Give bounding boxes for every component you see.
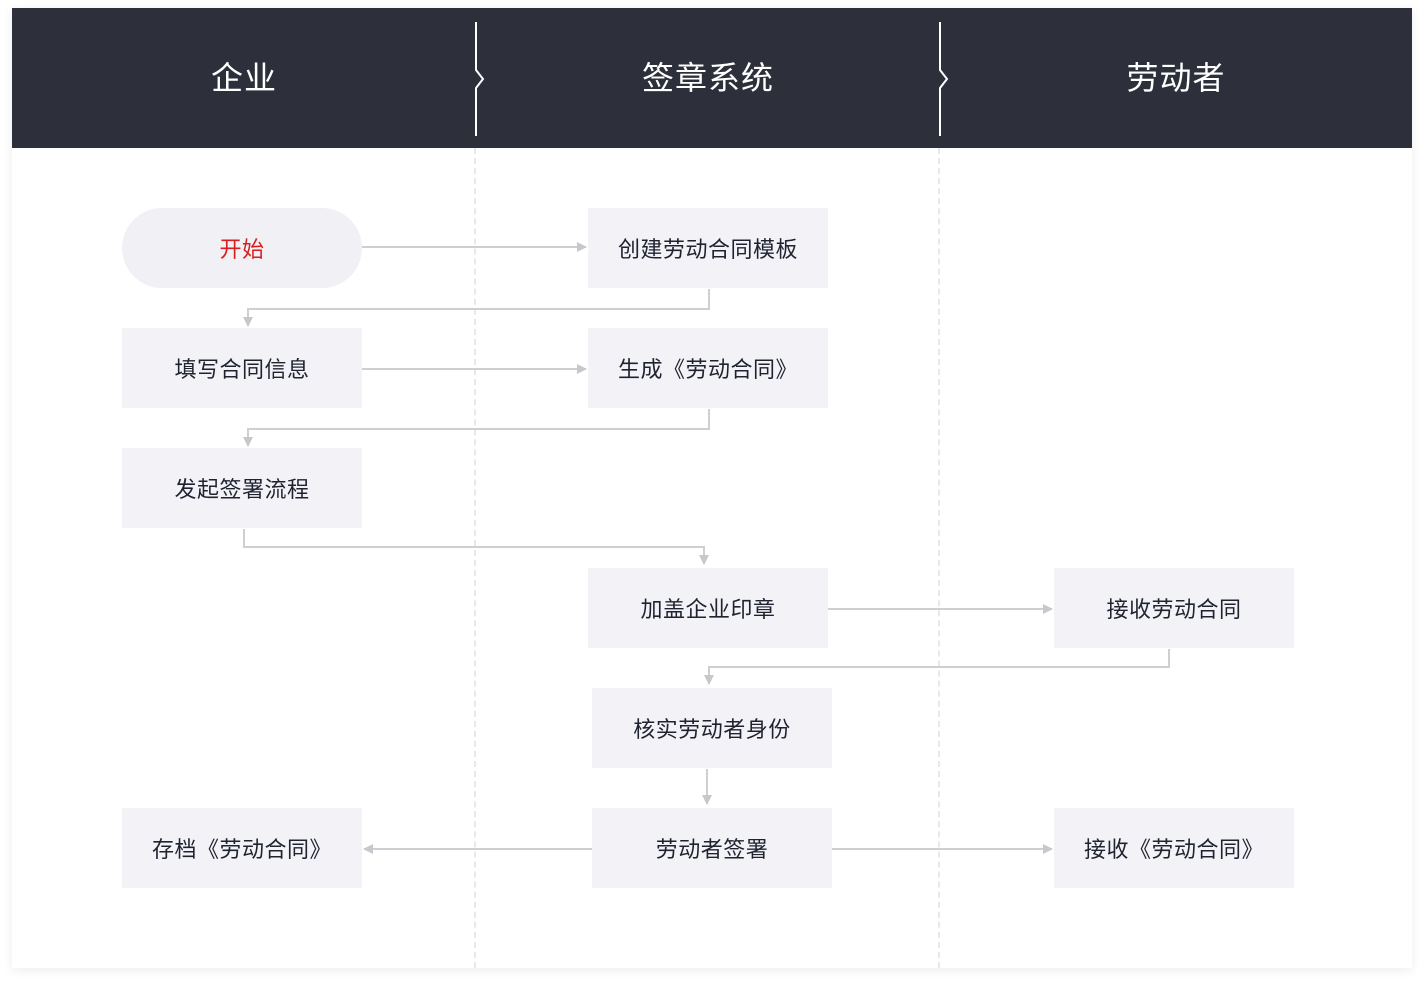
node-receive-final: 接收《劳动合同》 (1054, 808, 1294, 888)
node-generate-contract: 生成《劳动合同》 (588, 328, 828, 408)
arrow-template-to-fill (243, 289, 710, 327)
lane-separator-chevron-icon (939, 22, 949, 136)
lane-separator-chevron-icon (475, 22, 485, 136)
arrow-initiate-to-stamp (243, 529, 709, 565)
lane-header: 企业 签章系统 劳动者 (12, 8, 1412, 148)
flow-connectors (243, 242, 1170, 854)
node-archive-contract: 存档《劳动合同》 (122, 808, 362, 888)
node-verify-identity: 核实劳动者身份 (592, 688, 832, 768)
arrow-receive-to-verify (704, 649, 1170, 685)
lane-divider (938, 148, 940, 968)
arrow-generate-to-initiate (243, 409, 710, 447)
lane-divider (474, 148, 476, 968)
swimlane-diagram: 企业 签章系统 劳动者 开始 创建劳动合同模 (12, 8, 1412, 968)
node-receive-contract: 接收劳动合同 (1054, 568, 1294, 648)
node-initiate-signing: 发起签署流程 (122, 448, 362, 528)
lane-title-signing-system: 签章系统 (641, 59, 774, 97)
node-worker-sign: 劳动者签署 (592, 808, 832, 888)
node-fill-info: 填写合同信息 (122, 328, 362, 408)
lane-title-enterprise: 企业 (210, 59, 277, 97)
node-create-template: 创建劳动合同模板 (588, 208, 828, 288)
lane-title-worker: 劳动者 (1126, 59, 1226, 97)
start-node: 开始 (122, 208, 362, 288)
node-company-stamp: 加盖企业印章 (588, 568, 828, 648)
